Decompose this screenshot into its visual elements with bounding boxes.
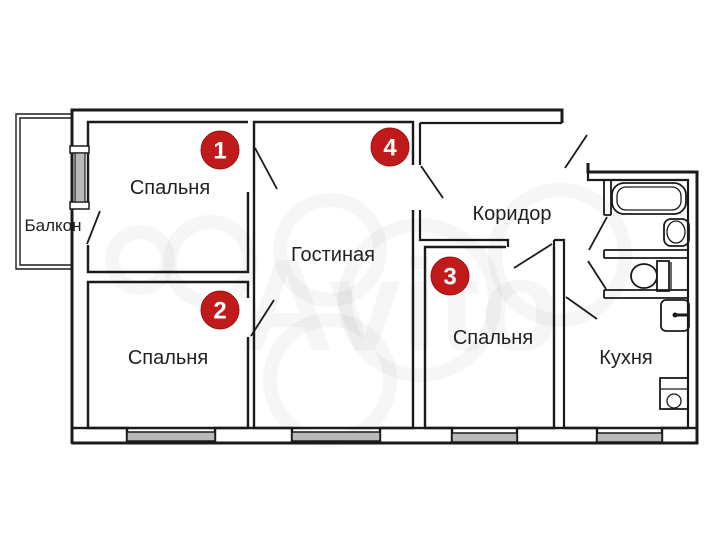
wall-right-section-inner bbox=[586, 172, 690, 428]
room-outline-bedroom-1 bbox=[86, 120, 250, 274]
wall-pier bbox=[515, 426, 599, 445]
wc-door bbox=[587, 260, 607, 290]
wall-wc-bottom-wall bbox=[603, 289, 688, 299]
balcony-window-part bbox=[69, 145, 90, 154]
wall-bathroom-west-wall bbox=[603, 180, 612, 216]
watermark-ring bbox=[170, 222, 250, 302]
marker-circle bbox=[200, 130, 240, 170]
room-outline-bedroom-2 bbox=[86, 280, 250, 430]
room-label-bedroom-3: Спальня bbox=[453, 327, 533, 349]
entrance-door bbox=[564, 134, 588, 169]
balcony-window-part bbox=[69, 201, 90, 210]
stove-icon bbox=[659, 377, 689, 410]
room-label-living-room: Гостиная bbox=[291, 244, 375, 266]
wall-pier bbox=[378, 426, 454, 445]
toilet-part bbox=[630, 263, 658, 289]
balcony-window-part bbox=[74, 152, 86, 203]
wall-corridor-west-walls bbox=[418, 123, 510, 247]
wall-outer-right-bottom bbox=[72, 163, 699, 445]
fixtures bbox=[69, 145, 690, 410]
marker-number: 2 bbox=[213, 298, 226, 325]
window bbox=[126, 431, 216, 442]
room-outlines bbox=[86, 120, 556, 430]
walls bbox=[15, 108, 699, 445]
marker-number: 1 bbox=[213, 138, 226, 165]
wall-outer-top-left bbox=[70, 108, 564, 443]
room-label-corridor: Коридор bbox=[473, 203, 552, 225]
marker-circle bbox=[430, 256, 470, 296]
bedroom-1-door bbox=[254, 147, 278, 190]
bathtub-part bbox=[611, 182, 687, 215]
room-label-bedroom-2: Спальня bbox=[128, 347, 208, 369]
bath-sink-icon bbox=[663, 218, 690, 247]
bath-sink-part bbox=[666, 220, 686, 244]
bedroom-3-door bbox=[513, 243, 553, 269]
room-marker-1: 1 bbox=[200, 130, 240, 170]
room-marker-3: 3 bbox=[430, 256, 470, 296]
room-markers: 1 2 3 4 bbox=[200, 127, 470, 330]
toilet-icon bbox=[630, 260, 672, 292]
kitchen-sink-part bbox=[660, 299, 690, 332]
room-label-kitchen: Кухня bbox=[599, 347, 653, 369]
stove-part bbox=[666, 393, 682, 409]
bath-sink-part bbox=[663, 218, 690, 247]
stove-part bbox=[659, 377, 689, 410]
room-labels: СпальняСпальняГостинаяСпальняКоридорКухн… bbox=[24, 177, 652, 369]
marker-circle bbox=[370, 127, 410, 167]
marker-number: 3 bbox=[443, 264, 456, 291]
room-label-bedroom-1: Спальня bbox=[130, 177, 210, 199]
kitchen-sink-part bbox=[672, 312, 678, 318]
bathtub-part bbox=[616, 186, 682, 211]
room-outline-bedroom-3 bbox=[423, 245, 556, 430]
marker-circle bbox=[200, 290, 240, 330]
window bbox=[451, 432, 518, 443]
doors bbox=[86, 134, 608, 337]
wall-pier bbox=[660, 426, 699, 445]
bedroom-2-door bbox=[250, 299, 275, 337]
kitchen-door bbox=[565, 296, 598, 320]
wall-pier bbox=[213, 426, 294, 445]
room-label-balcony: Балкон bbox=[24, 216, 81, 235]
window bbox=[291, 431, 381, 442]
balcony-window-icon bbox=[69, 145, 90, 210]
watermark-text: Avito bbox=[240, 232, 560, 378]
bathtub-icon bbox=[611, 182, 687, 215]
watermark-ring bbox=[112, 232, 168, 288]
avito-watermark: Avito bbox=[112, 190, 625, 440]
wall-bathroom-bottom-wall bbox=[603, 249, 688, 259]
wall-pier bbox=[70, 426, 129, 445]
bathroom-door bbox=[588, 216, 608, 251]
wall-bedroom3-kitchen-wall bbox=[552, 238, 566, 428]
living-room-door bbox=[420, 165, 444, 199]
room-marker-2: 2 bbox=[200, 290, 240, 330]
room-marker-4: 4 bbox=[370, 127, 410, 167]
room-outline-living-room bbox=[252, 120, 415, 430]
toilet-part bbox=[656, 260, 670, 292]
window bbox=[596, 432, 663, 443]
balcony-door bbox=[86, 210, 101, 245]
wall-balcony-outline bbox=[15, 113, 72, 270]
kitchen-sink-icon bbox=[660, 299, 690, 332]
marker-number: 4 bbox=[383, 135, 397, 162]
